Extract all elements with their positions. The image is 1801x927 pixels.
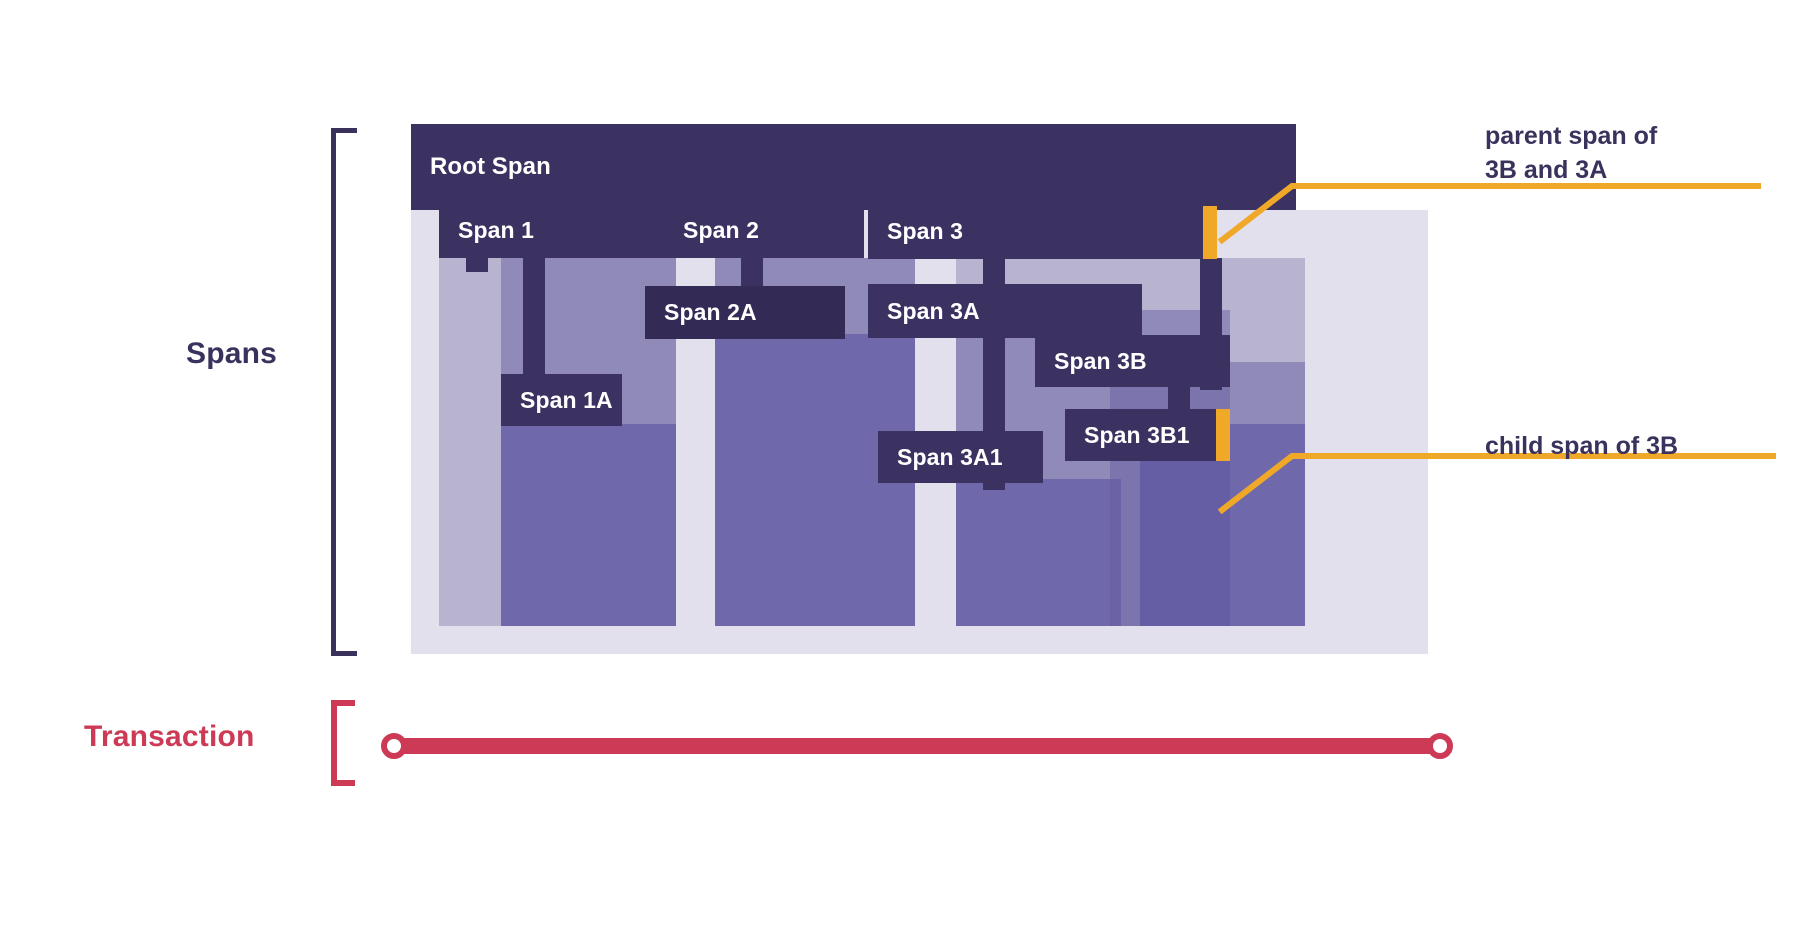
child-callout-text: child span of 3B [1485,432,1679,460]
span-bar-span-3b[interactable]: Span 3B [1035,335,1230,387]
stem-span1-to-span1a [523,258,545,408]
span-bar-span-1a[interactable]: Span 1A [501,374,622,426]
span-bar-span-1[interactable]: Span 1 [439,203,676,258]
span-bar-label: Span 3A [887,297,980,324]
child-callout-leader-line [1217,453,1776,515]
transaction-section-label: Transaction [84,720,255,753]
span-bar-span-2[interactable]: Span 2 [664,203,864,258]
span-bar-label: Span 3B1 [1084,421,1190,448]
transaction-start-marker[interactable] [381,733,407,759]
parent-callout-leader-line [1217,183,1761,245]
span-bar-label: Span 2A [664,299,757,325]
highlight-span-3-edge [1203,206,1217,259]
span-bar-label: Span 1 [458,217,535,243]
span-bar-label: Span 3A1 [897,443,1003,470]
span-bar-span-3a[interactable]: Span 3A [868,284,1142,338]
transaction-bracket [331,700,355,786]
transaction-bar[interactable] [393,738,1440,754]
parent-callout-text: parent span of 3B and 3A [1485,122,1658,184]
span-bar-span-3a1[interactable]: Span 3A1 [878,431,1043,483]
span-bar-span-3[interactable]: Span 3 [868,203,1217,259]
span-bar-label: Span 1A [520,386,613,413]
span-bar-span-2a[interactable]: Span 2A [645,286,845,339]
spans-section-label: Spans [186,337,278,370]
span-bar-span-3b1[interactable]: Span 3B1 [1065,409,1230,461]
span-bar-label: Root Span [430,153,551,180]
span-bar-root[interactable]: Root Span [411,124,1296,210]
transaction-end-marker[interactable] [1427,733,1453,759]
span-bar-label: Span 3 [887,217,964,244]
span-bar-label: Span 2 [683,217,760,243]
highlight-span-3b1-edge [1216,409,1230,461]
span-3a1-region [956,479,1121,626]
span-bar-label: Span 3B [1054,347,1147,374]
spans-canvas: Root Span Span 1 Span 1A Span 2 Span 2A … [411,124,1428,654]
span-1a-body-region [501,424,676,626]
spans-bracket [331,128,357,656]
